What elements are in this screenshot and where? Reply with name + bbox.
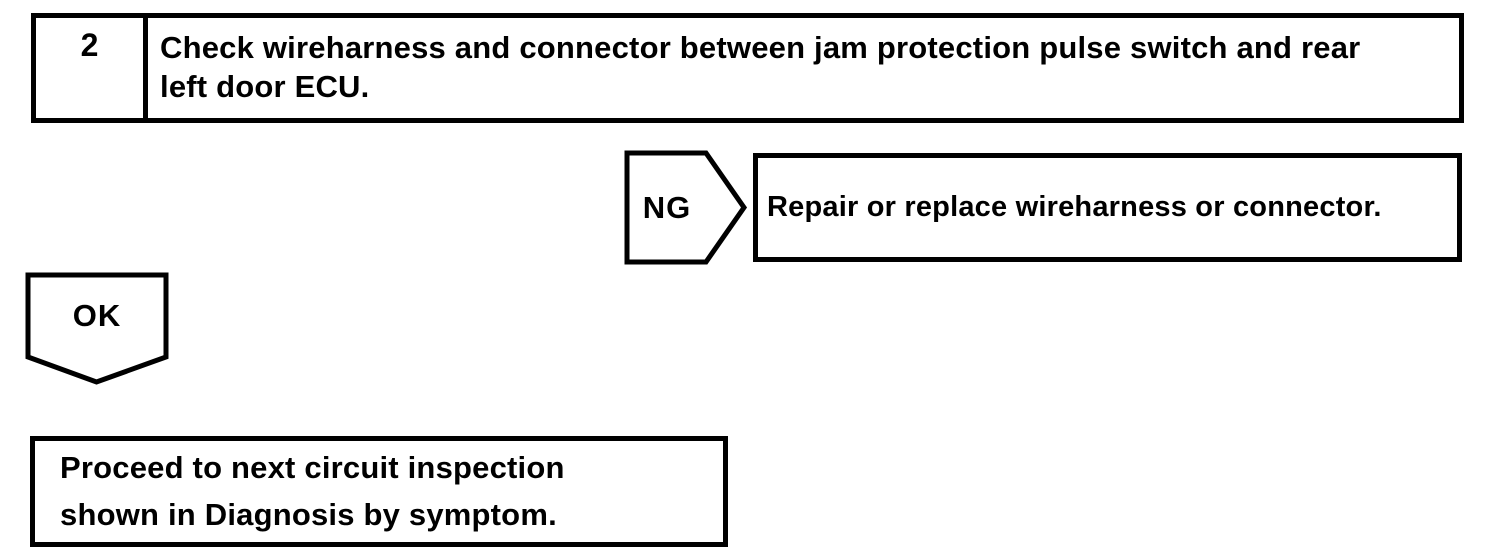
next-step-box: Proceed to next circuit inspection shown… <box>30 436 728 547</box>
step-instruction-line-2: left door ECU. <box>160 69 370 104</box>
ok-label: OK <box>72 298 122 333</box>
step-instruction-line-1: Check wireharness and connector between … <box>160 30 1361 65</box>
next-step-line-2: shown in Diagnosis by symptom. <box>60 497 557 532</box>
ok-pentagon-icon <box>25 272 169 385</box>
ok-branch-tag: OK <box>25 272 169 386</box>
step-instruction: Check wireharness and connector between … <box>148 18 1459 118</box>
next-step-line-1: Proceed to next circuit inspection <box>60 450 565 485</box>
ng-label: NG <box>642 189 692 225</box>
step-number-cell: 2 <box>36 18 148 118</box>
ng-action-text: Repair or replace wireharness or connect… <box>767 191 1382 223</box>
ng-branch-tag: NG <box>624 150 748 265</box>
step-number: 2 <box>80 27 99 63</box>
step-box: 2 Check wireharness and connector betwee… <box>31 13 1464 123</box>
ng-action-box: Repair or replace wireharness or connect… <box>753 153 1462 262</box>
ng-pentagon-icon <box>624 150 748 265</box>
